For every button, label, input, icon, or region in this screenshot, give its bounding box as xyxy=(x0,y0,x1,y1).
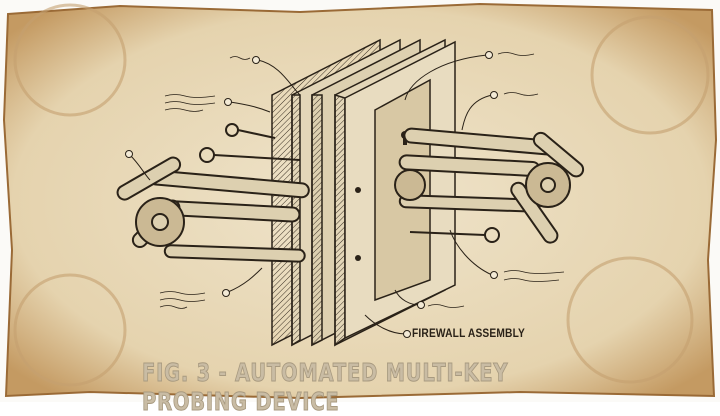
callout-leaders xyxy=(125,51,498,338)
right-robotic-arm xyxy=(394,127,585,244)
coffee-stains xyxy=(13,3,710,387)
callout-firewall-assembly: FIREWALL ASSEMBLY xyxy=(412,326,526,340)
figure-title: FIG. 3 - AUTOMATED MULTI-KEY PROBING DEV… xyxy=(142,358,509,416)
left-robotic-arm xyxy=(116,156,310,263)
firewall-plates xyxy=(271,38,456,347)
keys xyxy=(199,123,500,243)
handwritten-notes xyxy=(159,52,565,309)
diagram-illustration xyxy=(2,2,718,400)
